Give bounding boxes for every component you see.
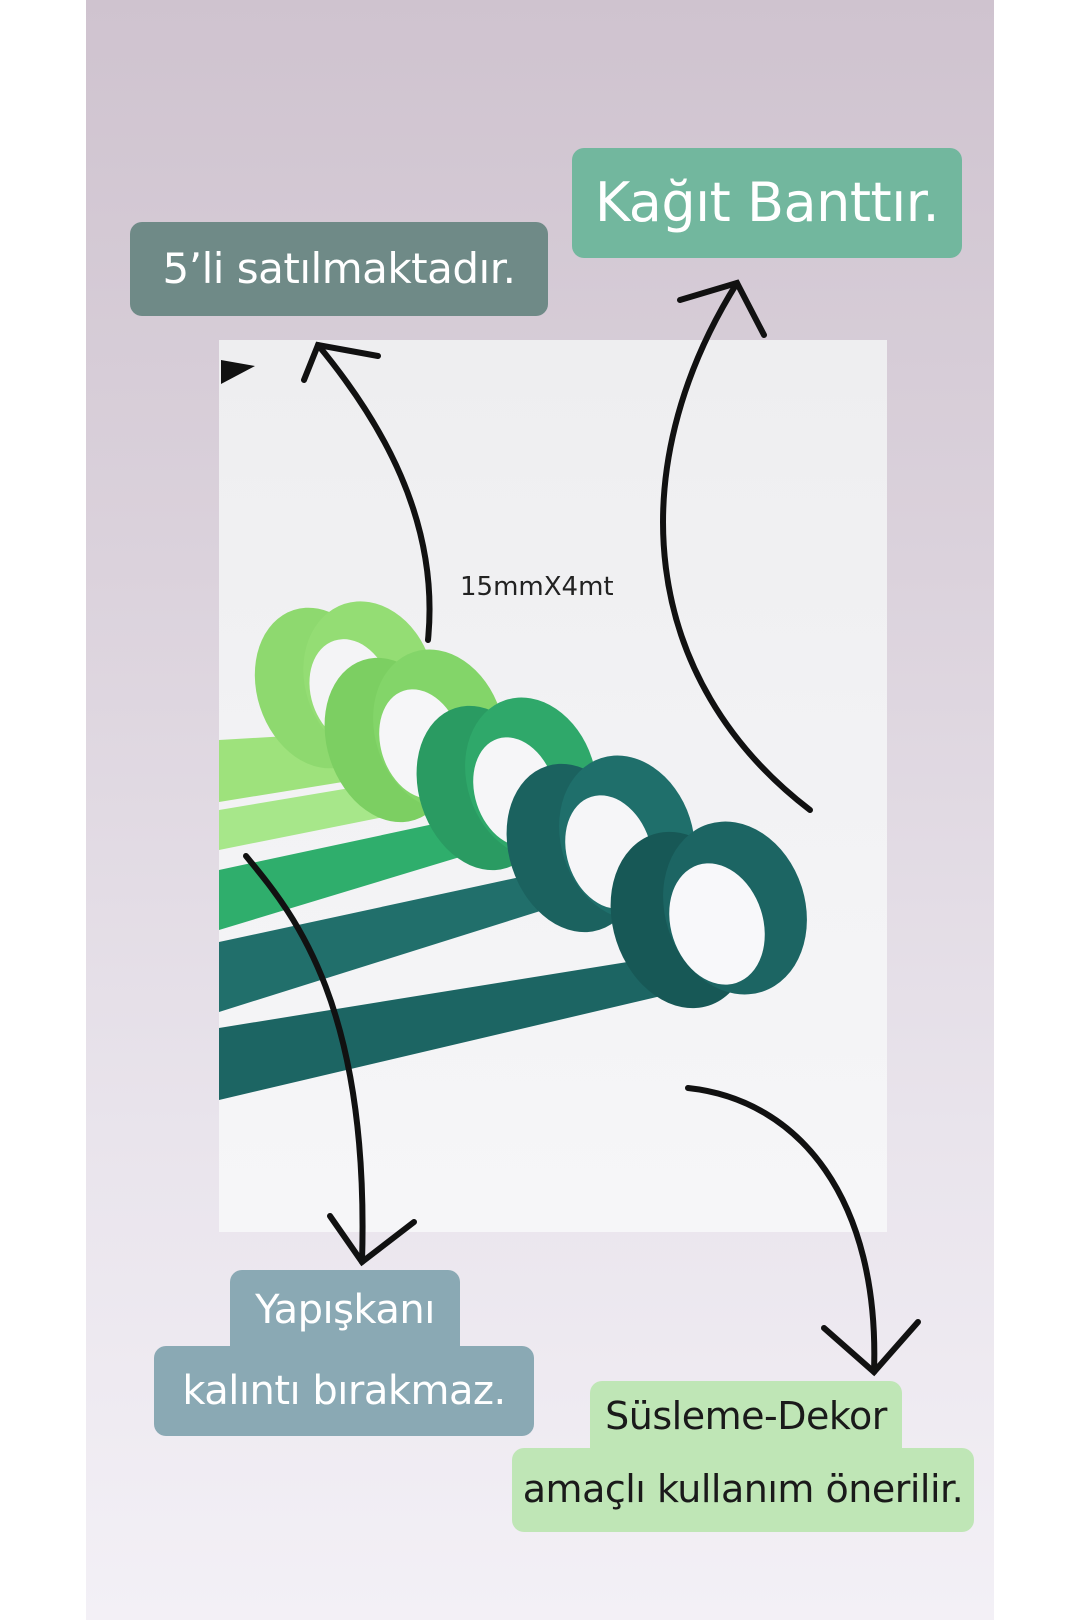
sold-in-fives-label: 5’li satılmaktadır.	[130, 222, 548, 316]
decor-label-line1: Süsleme-Dekor	[590, 1381, 902, 1453]
play-icon	[221, 360, 255, 384]
arrow-icon	[660, 280, 813, 813]
arrow-icon	[821, 1319, 921, 1377]
size-label: 15mmX4mt	[460, 572, 614, 602]
tape-roll-5	[610, 821, 807, 1009]
arrow-icon	[327, 1213, 417, 1267]
adhesive-label-line2: kalıntı bırakmaz.	[154, 1346, 534, 1436]
decor-label-line2: amaçlı kullanım önerilir.	[512, 1448, 974, 1532]
arrow-icon	[243, 853, 366, 1265]
arrow-icon	[685, 1085, 878, 1375]
arrow-icon	[677, 279, 767, 338]
arrow-icon	[301, 341, 381, 383]
adhesive-label-line1: Yapışkanı	[230, 1270, 460, 1350]
paper-tape-label: Kağıt Banttır.	[572, 148, 962, 258]
arrow-icon	[315, 342, 433, 643]
